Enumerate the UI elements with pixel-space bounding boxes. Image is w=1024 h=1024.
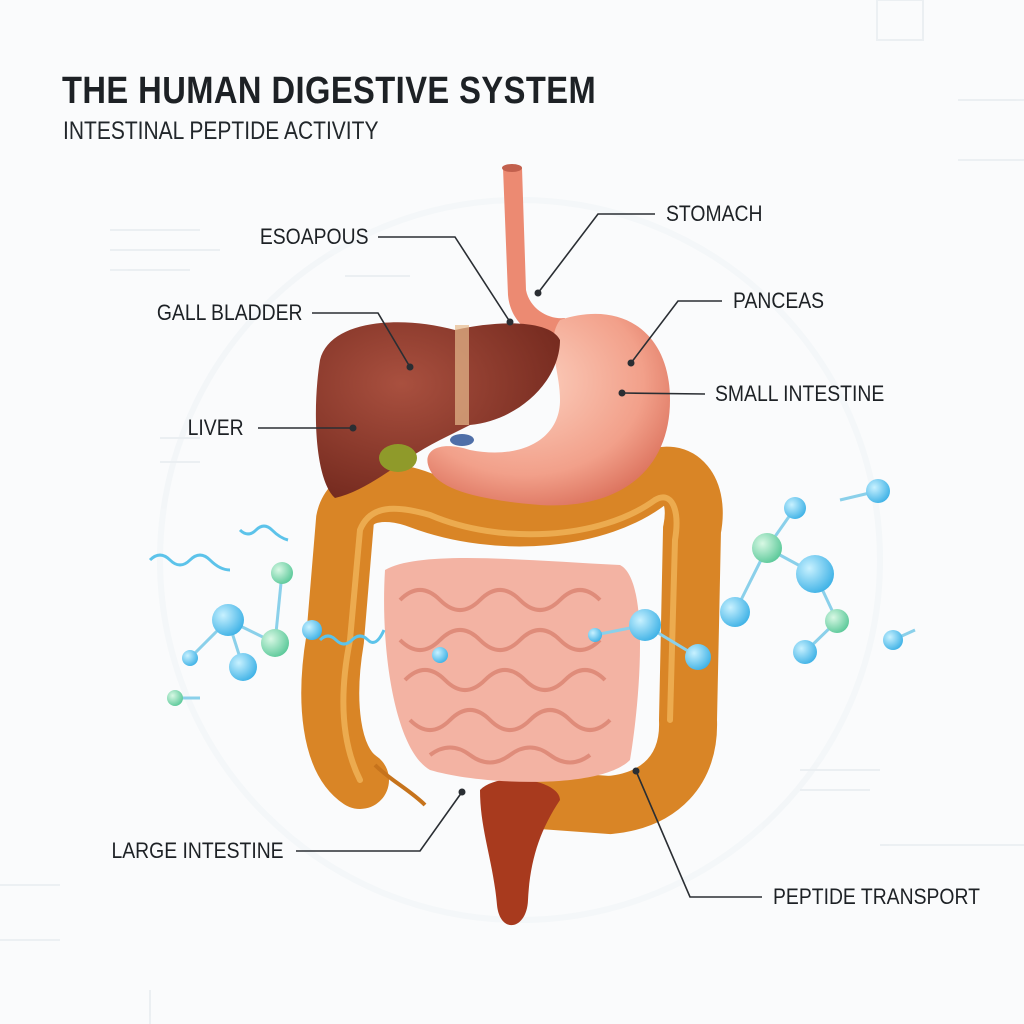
label-small-intestine: SMALL INTESTINE [715, 381, 885, 406]
rectum [480, 779, 560, 926]
large-intestine [301, 446, 723, 835]
gall-bladder [379, 444, 417, 472]
leader-lines [258, 213, 762, 898]
stomach [427, 313, 670, 506]
small-intestine [384, 558, 640, 782]
label-liver: LIVER [188, 415, 244, 440]
liver [315, 322, 560, 498]
peptide-molecules [148, 479, 916, 706]
label-gall-bladder: GALL BLADDER [156, 300, 302, 325]
pancreas-duct [450, 434, 474, 446]
label-large-intestine: LARGE INTESTINE [111, 838, 284, 863]
esophagus [503, 168, 565, 340]
page-title: THE HUMAN DIGESTIVE SYSTEM [62, 70, 597, 112]
page-subtitle: INTESTINAL PEPTIDE ACTIVITY [63, 117, 379, 145]
leader-dots [349, 289, 640, 796]
label-peptide-transport: PEPTIDE TRANSPORT [773, 884, 980, 909]
label-stomach: STOMACH [666, 201, 763, 226]
label-esophagus: ESOAPOUS [259, 224, 368, 249]
label-pancreas: PANCEAS [733, 288, 825, 313]
